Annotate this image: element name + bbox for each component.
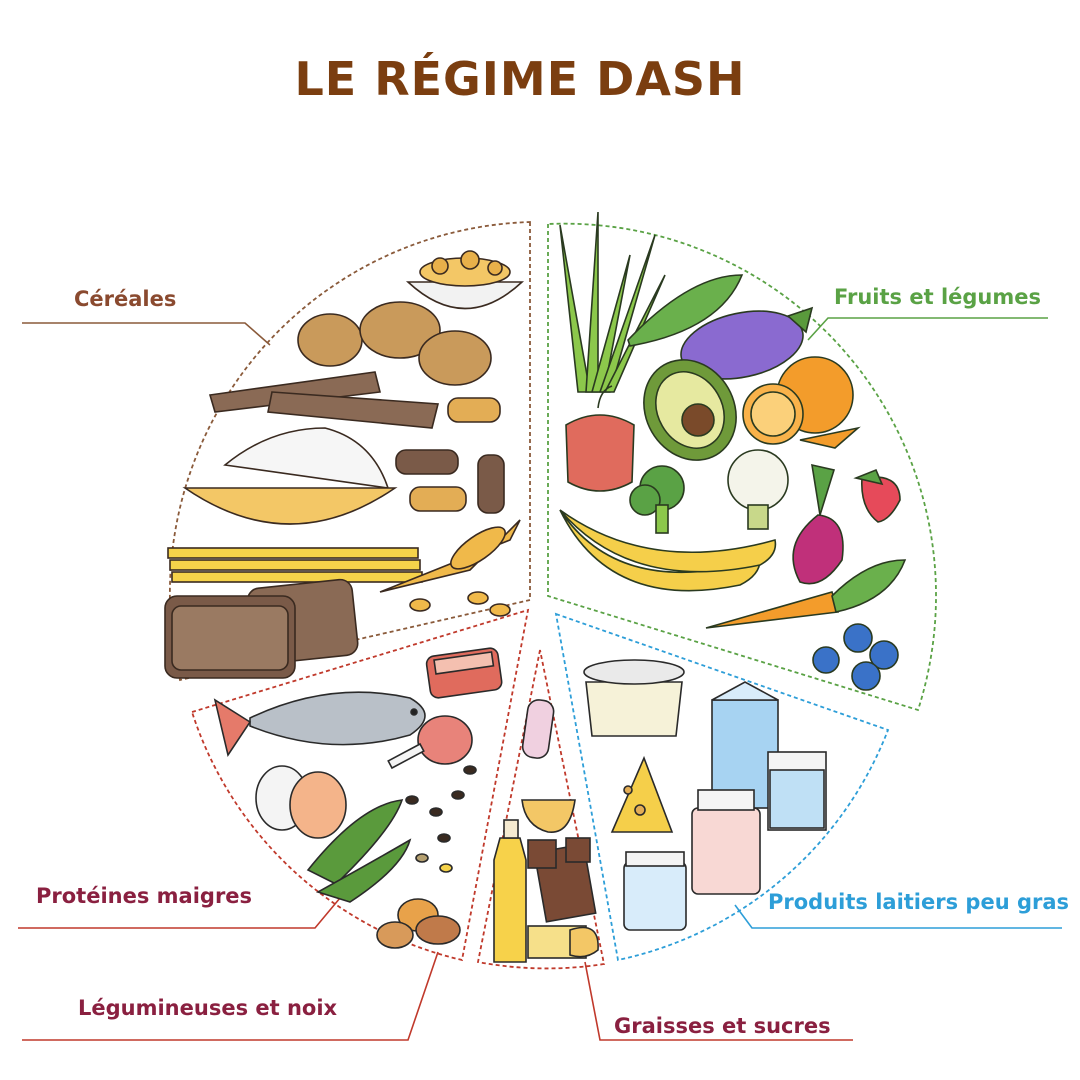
carrot-icon xyxy=(705,559,907,629)
candy-icon xyxy=(521,699,555,759)
laitiers-leader-line xyxy=(734,904,1062,929)
cereals-illustrations xyxy=(164,250,525,679)
proteins-illustrations xyxy=(213,647,503,949)
cauliflower-icon xyxy=(727,449,789,530)
spaghetti-icon xyxy=(167,547,423,583)
yogurt-cup-icon xyxy=(583,659,685,737)
graisses-leader-line xyxy=(584,961,853,1041)
milk-bottle-icon xyxy=(691,789,761,895)
dairy-section-outline xyxy=(554,612,890,962)
fruits-illustrations xyxy=(559,211,907,691)
page-title: LE RÉGIME DASH xyxy=(294,52,746,106)
fruits-leader-line xyxy=(807,317,1048,341)
blueberries-icon xyxy=(812,623,899,691)
butter-icon xyxy=(527,925,599,959)
beetroot-icon xyxy=(792,463,844,585)
oil-bottle-icon xyxy=(493,819,527,963)
bell-pepper-icon xyxy=(565,385,635,492)
label-produits-laitiers: Produits laitiers peu gras xyxy=(768,890,1070,914)
beans-icon xyxy=(405,765,477,873)
label-legumineuses-et-noix: Légumineuses et noix xyxy=(78,996,338,1020)
broccoli-icon xyxy=(629,465,685,534)
proteines-leader-line xyxy=(18,897,341,929)
banana-icon xyxy=(559,509,777,592)
eggplant-icon xyxy=(680,306,814,380)
arugula-icon xyxy=(627,274,744,347)
crispbread-icon xyxy=(208,371,440,429)
chocolate-icon xyxy=(527,837,597,923)
cheese-icon xyxy=(610,755,674,833)
label-proteines-maigres: Protéines maigres xyxy=(36,884,253,908)
label-graisses-et-sucres: Graisses et sucres xyxy=(614,1014,831,1038)
avocado-icon xyxy=(643,359,737,461)
yogurt-jar-icon xyxy=(623,851,687,931)
cereales-leader-line xyxy=(22,322,271,346)
cereal-bowl-icon xyxy=(405,250,525,310)
fats-illustrations xyxy=(493,699,599,963)
green-onion-icon xyxy=(559,211,666,393)
cereals-section-outline xyxy=(169,221,531,682)
fruits-section-outline xyxy=(547,222,937,712)
eggs-icon xyxy=(255,765,347,839)
wheat-icon xyxy=(379,519,521,617)
oranges-icon xyxy=(742,356,861,449)
glass-of-milk-icon xyxy=(767,751,827,831)
pasta-spirals-icon xyxy=(395,397,505,514)
edamame-icon xyxy=(306,799,412,903)
cookie-icon xyxy=(521,799,576,833)
label-fruits-et-legumes: Fruits et légumes xyxy=(834,285,1041,309)
potatoes-icon xyxy=(297,301,492,386)
meat-icon xyxy=(425,647,503,699)
dairy-illustrations xyxy=(583,659,827,931)
strawberry-icon xyxy=(853,468,901,523)
rice-bowl-icon xyxy=(182,427,398,525)
proteins-section-outline xyxy=(190,608,530,962)
nuts-icon xyxy=(376,898,461,949)
legumineuses-leader-line xyxy=(22,951,439,1041)
bread-slices-icon xyxy=(164,578,359,679)
fats-section-outline xyxy=(476,649,606,970)
fish-icon xyxy=(213,691,426,757)
label-cereales: Céréales xyxy=(74,287,177,311)
chicken-leg-icon xyxy=(387,715,473,770)
